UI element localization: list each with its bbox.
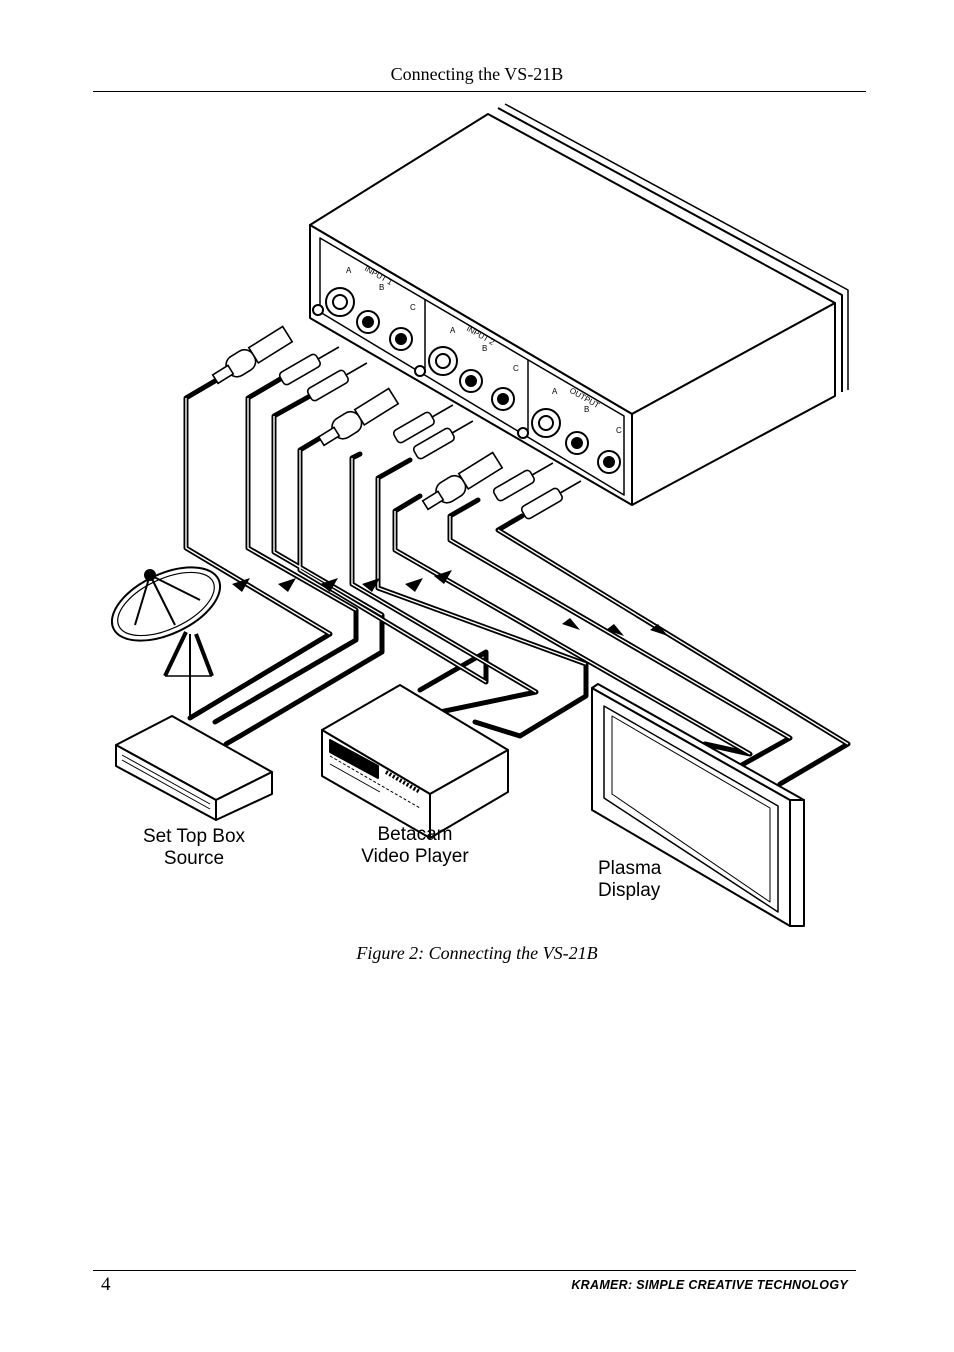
input1-b-label: B bbox=[379, 283, 384, 292]
input1-c-label: C bbox=[410, 303, 416, 312]
betacam-player-icon bbox=[321, 684, 509, 839]
plasma-display-icon bbox=[591, 683, 805, 927]
plasma-label: Plasma Display bbox=[598, 858, 661, 902]
figure-caption: Figure 2: Connecting the VS-21B bbox=[356, 943, 598, 963]
header-rule bbox=[93, 91, 866, 92]
set-top-box-icon bbox=[115, 715, 273, 821]
output-b-label: B bbox=[584, 405, 589, 414]
input2-a-label: A bbox=[450, 326, 456, 335]
footer-rule bbox=[93, 1270, 856, 1271]
panel-connectors bbox=[312, 287, 621, 474]
set-top-box-label: Set Top Box Source bbox=[124, 826, 264, 870]
input2-c-label: C bbox=[513, 364, 519, 373]
input1-a-label: A bbox=[346, 266, 352, 275]
output-c-label: C bbox=[616, 426, 622, 435]
panel-labels: A INPUT 1 B C A INPUT 2 B C A OUTPUT B C bbox=[346, 264, 622, 435]
plasma-label-line1: Plasma bbox=[598, 858, 662, 879]
cable-plugs bbox=[211, 325, 582, 520]
page-number: 4 bbox=[101, 1274, 111, 1295]
page-header-title: Connecting the VS-21B bbox=[390, 64, 564, 84]
set-top-box-label-line2: Source bbox=[163, 848, 225, 869]
plasma-label-line2: Display bbox=[598, 880, 661, 901]
footer-brand: KRAMER: SIMPLE CREATIVE TECHNOLOGY bbox=[571, 1278, 848, 1292]
input2-b-label: B bbox=[482, 344, 487, 353]
betacam-label: Betacam Video Player bbox=[345, 824, 485, 868]
output-a-label: A bbox=[552, 387, 558, 396]
betacam-label-line2: Video Player bbox=[361, 846, 469, 867]
satellite-dish-icon bbox=[110, 566, 222, 720]
set-top-box-label-line1: Set Top Box bbox=[142, 826, 246, 847]
signal-arrows bbox=[232, 570, 668, 636]
betacam-label-line1: Betacam bbox=[377, 824, 453, 845]
